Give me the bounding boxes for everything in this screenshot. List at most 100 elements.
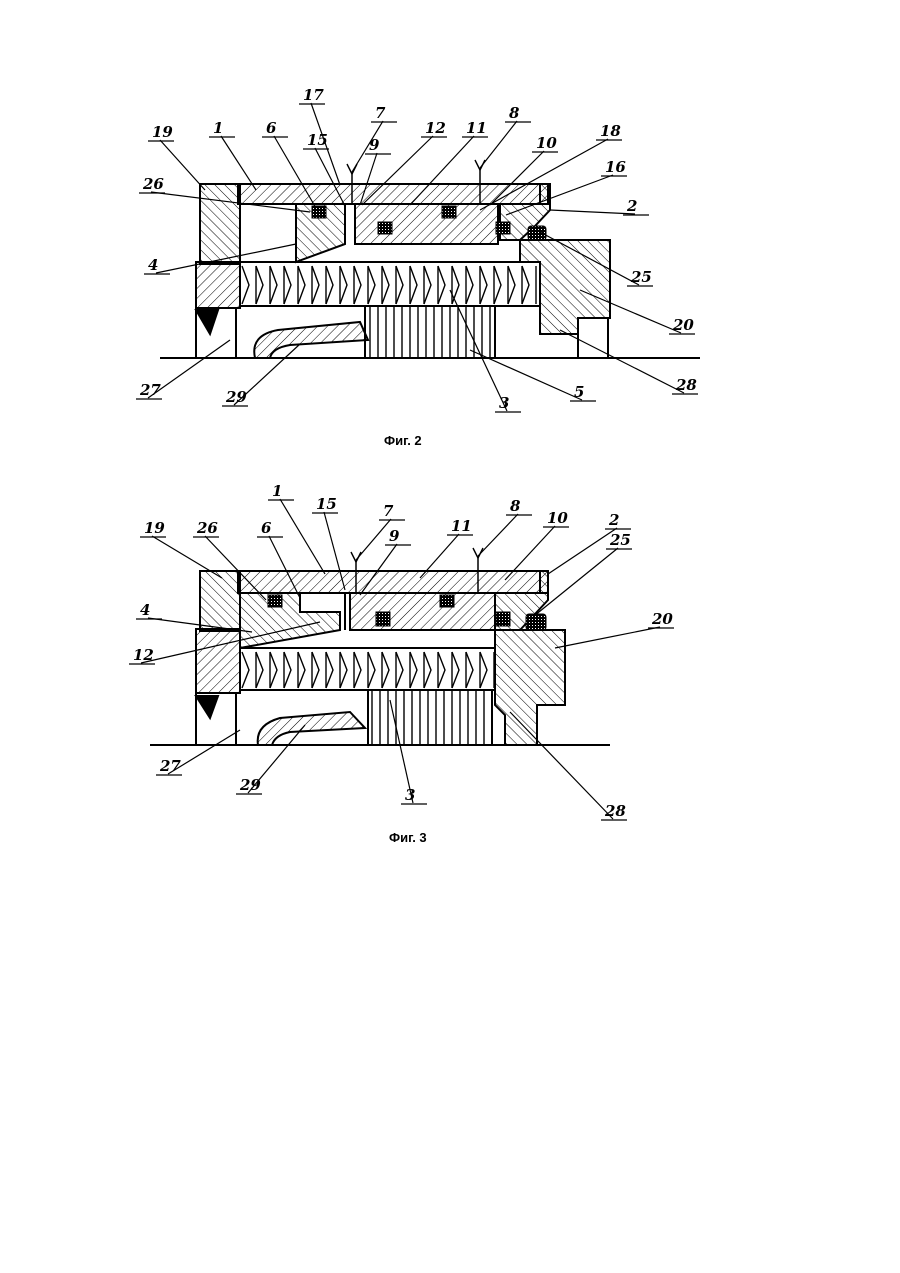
spring-coil	[326, 652, 333, 688]
part-number-label: 27	[159, 757, 181, 775]
part-number-label: 10	[547, 509, 568, 527]
part-number-label: 3	[499, 394, 509, 412]
spring-coil	[284, 266, 291, 304]
spring-coil	[256, 266, 263, 304]
spring-coil	[298, 652, 305, 688]
spring-coil	[368, 266, 375, 304]
part-number-label: 8	[509, 104, 520, 122]
figure-2-caption: Фиг. 2	[384, 433, 422, 448]
spring-coil	[242, 652, 249, 688]
spring-coil	[312, 266, 319, 304]
part-number-label: 15	[307, 131, 328, 149]
part-number-label: 1	[213, 119, 223, 137]
spring-coil	[410, 652, 417, 688]
part-number-label: 27	[139, 381, 161, 399]
part-number-label: 11	[466, 119, 487, 137]
vent-arrow-icon	[475, 160, 485, 170]
spring-coil	[354, 652, 361, 688]
spring-coil	[466, 652, 473, 688]
part-number-label: 7	[375, 104, 386, 122]
part-number-label: 20	[651, 610, 673, 628]
leader-line	[160, 140, 205, 190]
seal-ring	[442, 206, 456, 218]
part-number-label: 7	[383, 502, 394, 520]
spring-coil	[452, 266, 459, 304]
part-number-label: 5	[574, 383, 584, 401]
part-number-label: 17	[303, 86, 324, 104]
seal-ring	[528, 226, 546, 240]
spring-coil	[242, 266, 249, 304]
part-number-label: 28	[604, 802, 626, 820]
spring-coil	[368, 652, 375, 688]
spring-coil	[382, 266, 389, 304]
part-number-label: 29	[239, 776, 261, 794]
part-number-label: 18	[600, 122, 621, 140]
part-number-label: 12	[425, 119, 446, 137]
part-number-label: 4	[148, 256, 158, 274]
spring-coil	[480, 652, 487, 688]
part-number-label: 6	[266, 119, 277, 137]
leader-line	[221, 136, 256, 190]
part-number-label: 28	[675, 376, 697, 394]
spring-coil	[312, 652, 319, 688]
part-number-label: 9	[389, 527, 400, 545]
figure-2-assembly	[160, 168, 700, 358]
part-number-label: 11	[451, 517, 472, 535]
part-number-label: 29	[225, 388, 247, 406]
part-number-label: 19	[144, 519, 165, 537]
part-number-label: 25	[630, 268, 652, 286]
part-number-label: 25	[609, 531, 631, 549]
seal-ring	[312, 206, 326, 218]
seal-ring	[376, 612, 390, 626]
part-number-label: 26	[142, 175, 164, 193]
figure-2-bellows	[370, 306, 490, 358]
spring-coil	[480, 266, 487, 304]
part-number-label: 26	[196, 519, 218, 537]
spring-coil	[452, 652, 459, 688]
part-number-label: 6	[261, 519, 272, 537]
part-number-label: 4	[140, 601, 150, 619]
spring-coil	[382, 652, 389, 688]
part-number-label: 15	[316, 495, 337, 513]
figure-2-drawing: 1771916159121181018162624252027293528	[136, 86, 700, 412]
spring-coil	[438, 652, 445, 688]
seal-ring	[496, 612, 510, 626]
spring-coil	[396, 652, 403, 688]
spring-coil	[340, 266, 347, 304]
part-number-label: 1	[272, 482, 282, 500]
spring-coil	[298, 266, 305, 304]
leader-line	[510, 712, 613, 819]
spring-coil	[424, 266, 431, 304]
figure-3-drawing: 115781926691110225420122729328	[129, 482, 674, 820]
part-number-label: 2	[626, 197, 637, 215]
leader-line	[555, 627, 660, 648]
leader-line	[356, 519, 391, 560]
spring-coil	[424, 652, 431, 688]
part-number-label: 8	[510, 497, 521, 515]
seal-ring	[268, 595, 282, 607]
seal-ring	[378, 222, 392, 234]
spring-coil	[396, 266, 403, 304]
spring-coil	[340, 652, 347, 688]
spring-coil	[438, 266, 445, 304]
part-number-label: 10	[536, 134, 557, 152]
part-number-label: 19	[152, 123, 173, 141]
seal-ring	[440, 595, 454, 607]
leader-line	[478, 514, 518, 556]
spring-coil	[522, 266, 529, 304]
vent-arrow-icon	[351, 552, 361, 562]
part-number-label: 20	[672, 316, 694, 334]
spring-coil	[284, 652, 291, 688]
seal-ring	[496, 222, 510, 234]
spring-coil	[466, 266, 473, 304]
spring-coil	[326, 266, 333, 304]
seal-ring	[526, 614, 546, 630]
vent-arrow-icon	[347, 164, 357, 174]
part-number-label: 12	[133, 646, 154, 664]
spring-coil	[270, 266, 277, 304]
figure-3-bellows	[372, 690, 484, 745]
part-number-label: 9	[369, 136, 380, 154]
spring-coil	[494, 266, 501, 304]
spring-coil	[256, 652, 263, 688]
